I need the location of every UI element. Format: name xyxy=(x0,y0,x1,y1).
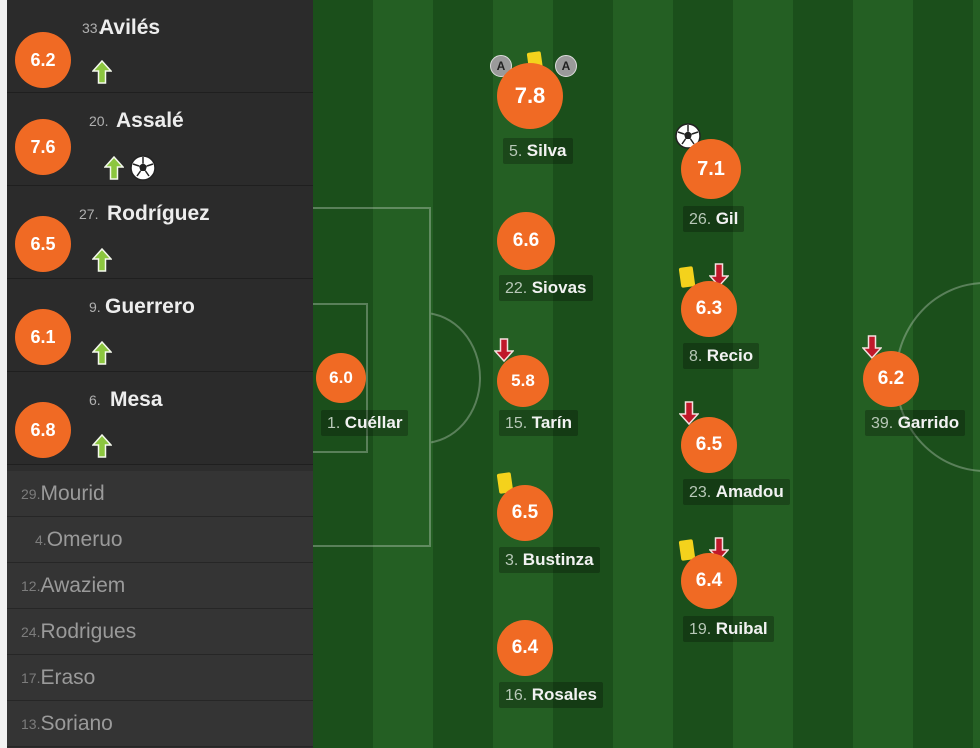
player-number: 8. xyxy=(689,348,703,365)
rating-badge: 6.2 xyxy=(15,32,71,88)
rating-badge: 6.5 xyxy=(681,417,737,473)
sub-row[interactable]: 6.2 33. Avilés xyxy=(7,0,313,93)
penalty-box xyxy=(313,207,431,547)
player-number: 1. xyxy=(327,415,341,432)
player-number: 26. xyxy=(689,211,712,228)
player-number: 19. xyxy=(689,621,712,638)
sub-row[interactable]: 7.6 20. Assalé xyxy=(7,93,313,186)
player-number: 13. xyxy=(21,715,41,732)
rating-badge: 6.1 xyxy=(15,309,71,365)
arrow-up-icon xyxy=(92,434,112,458)
player-number: 5. xyxy=(509,143,523,160)
player-label: 22. Siovas xyxy=(499,275,593,301)
player-number: 20. xyxy=(89,113,109,129)
player-number: 27. xyxy=(79,206,99,222)
player-name: Avilés xyxy=(99,16,161,39)
arrow-up-icon xyxy=(92,341,112,365)
arrow-down-icon xyxy=(494,338,514,362)
player-name: Rodríguez xyxy=(107,202,210,225)
rating-badge: 6.4 xyxy=(497,620,553,676)
sub-row[interactable]: 6.8 6. Mesa xyxy=(7,372,313,465)
player-name: Mesa xyxy=(110,388,163,411)
player-name: Cuéllar xyxy=(344,413,403,432)
player-number: 24. xyxy=(21,623,41,640)
player-name: Ruibal xyxy=(715,619,768,638)
player-name: Gil xyxy=(715,209,739,228)
player-name: Rosales xyxy=(531,685,597,704)
player-name: Tarín xyxy=(531,413,573,432)
sub-row[interactable]: 6.1 9. Guerrero xyxy=(7,279,313,372)
bench-row[interactable]: 24. Rodrigues xyxy=(7,609,313,655)
player-number: 16. xyxy=(505,687,528,704)
player-name: Garrido xyxy=(897,413,960,432)
player-name: Siovas xyxy=(531,278,587,297)
rating-badge: 5.8 xyxy=(497,355,549,407)
rating-badge: 6.3 xyxy=(681,281,737,337)
rating-badge: 7.6 xyxy=(15,119,71,175)
player-number: 3. xyxy=(505,552,519,569)
player-label: 3. Bustinza xyxy=(499,547,600,573)
rating-badge: 6.0 xyxy=(316,353,366,403)
player-label: 39. Garrido xyxy=(865,410,966,436)
player-number: 23. xyxy=(689,484,712,501)
player-name: Omeruo xyxy=(46,527,123,551)
ball-icon xyxy=(675,123,701,149)
player-label: 19. Ruibal xyxy=(683,616,774,642)
arrow-down-icon xyxy=(862,335,882,359)
player-number: 39. xyxy=(871,415,894,432)
bench-row[interactable]: 13. Soriano xyxy=(7,701,313,747)
bench-row[interactable]: 4. Omeruo xyxy=(7,517,313,563)
player-label: 5. Silva xyxy=(503,138,573,164)
substitutes-panel: 6.2 33. Avilés 7.6 20. Assalé 6.5 27. Ro… xyxy=(0,0,313,748)
player-name: Silva xyxy=(526,141,567,160)
player-name: Amadou xyxy=(715,482,784,501)
arrow-down-icon xyxy=(679,401,699,425)
player-label: 15. Tarín xyxy=(499,410,579,436)
arrow-down-icon xyxy=(709,263,729,287)
player-name: Mourid xyxy=(40,481,105,505)
rating-badge: 6.8 xyxy=(15,402,71,458)
player-label: 23. Amadou xyxy=(683,479,790,505)
player-label: 8. Recio xyxy=(683,343,760,369)
player-number: 17. xyxy=(21,669,41,686)
player-number: 15. xyxy=(505,415,528,432)
sub-row[interactable]: 6.5 27. Rodríguez xyxy=(7,186,313,279)
arrow-up-icon xyxy=(92,60,112,84)
goal-area xyxy=(313,303,368,453)
player-name: Rodrigues xyxy=(40,619,137,643)
player-name: Bustinza xyxy=(522,550,594,569)
rating-badge: 7.1 xyxy=(681,139,741,199)
player-number: 6. xyxy=(89,392,101,408)
ball-icon xyxy=(130,155,156,181)
player-label: 26. Gil xyxy=(683,206,745,232)
player-number: 22. xyxy=(505,280,528,297)
player-number: 33. xyxy=(82,20,102,36)
bench-row[interactable]: 29. Mourid xyxy=(7,471,313,517)
player-number: 12. xyxy=(21,577,41,594)
rating-badge: 7.8 xyxy=(497,63,563,129)
rating-badge: 6.6 xyxy=(497,212,555,270)
player-name: Eraso xyxy=(40,665,96,689)
pitch: 6.0 1. Cuéllar A A 7.8 5. Silva 6.6 22. … xyxy=(313,0,980,748)
player-name: Awaziem xyxy=(40,573,126,597)
rating-badge: 6.2 xyxy=(863,351,919,407)
player-name: Recio xyxy=(706,346,754,365)
bench-row[interactable]: 12. Awaziem xyxy=(7,563,313,609)
rating-badge: 6.5 xyxy=(15,216,71,272)
player-number: 4. xyxy=(35,531,47,548)
player-name: Guerrero xyxy=(105,295,195,318)
rating-badge: 6.4 xyxy=(681,553,737,609)
player-number: 29. xyxy=(21,485,41,502)
player-label: 1. Cuéllar xyxy=(321,410,409,436)
player-name: Assalé xyxy=(116,109,184,132)
player-label: 16. Rosales xyxy=(499,682,603,708)
player-number: 9. xyxy=(89,299,101,315)
arrow-up-icon xyxy=(104,156,124,180)
assist-icon: A xyxy=(555,55,577,77)
player-name: Soriano xyxy=(40,711,113,735)
arrow-up-icon xyxy=(92,248,112,272)
rating-badge: 6.5 xyxy=(497,485,553,541)
bench-row[interactable]: 17. Eraso xyxy=(7,655,313,701)
